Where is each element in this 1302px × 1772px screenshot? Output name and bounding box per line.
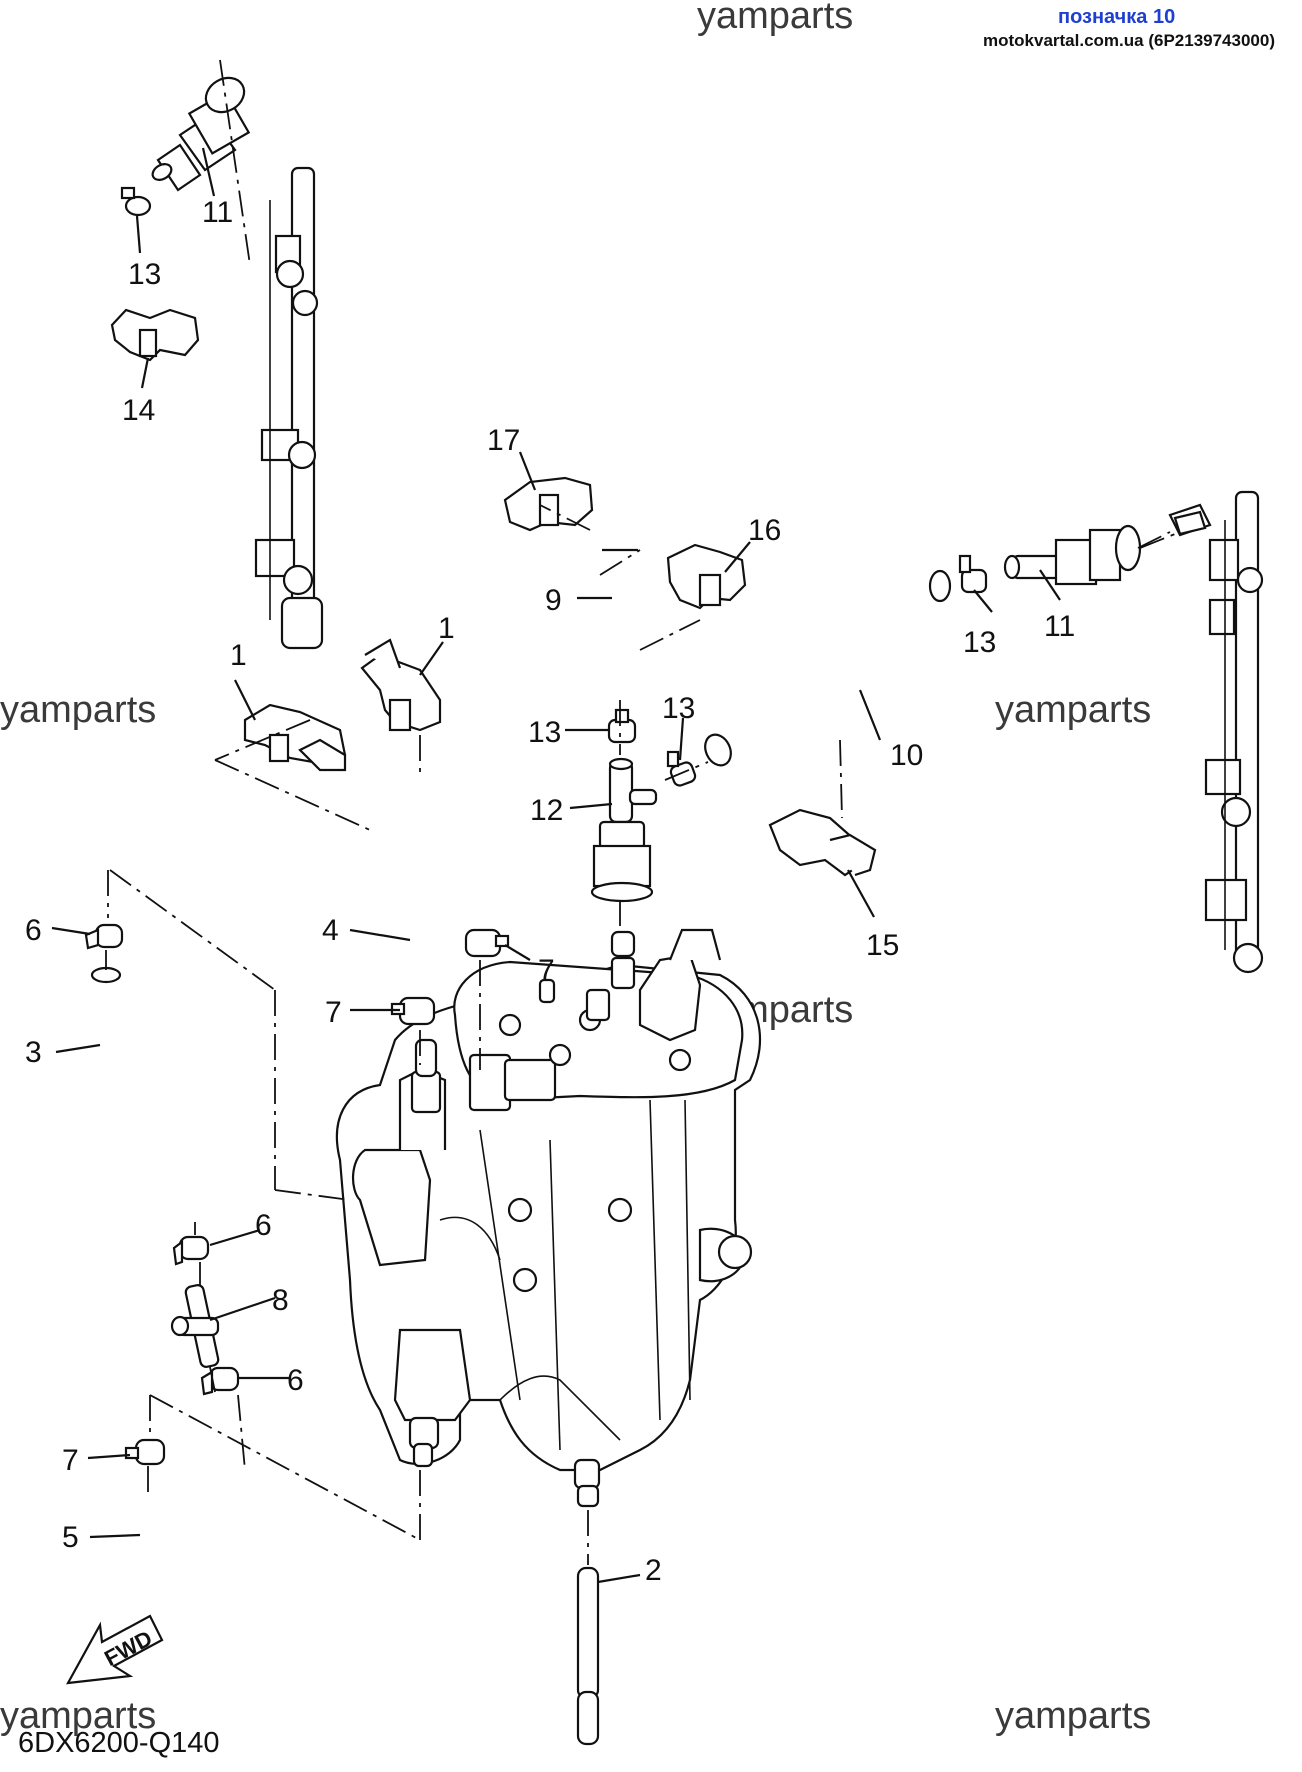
clamp-13-right xyxy=(958,554,988,594)
pipe-2 xyxy=(576,1566,600,1746)
quick-connector-11-right xyxy=(1003,510,1207,586)
callout-13-right: 13 xyxy=(963,626,996,659)
clamp-6-lower xyxy=(200,1366,240,1396)
callout-16: 16 xyxy=(748,514,781,547)
callout-4: 4 xyxy=(322,914,339,947)
callout-14: 14 xyxy=(122,394,155,427)
callout-5: 5 xyxy=(62,1521,79,1554)
callout-11-left: 11 xyxy=(202,196,233,229)
clamp-13-center xyxy=(607,708,637,744)
watermark-bottom-left: yamparts xyxy=(0,1695,156,1737)
holder-17 xyxy=(503,476,594,532)
connection-lines xyxy=(105,59,1171,1565)
clamp-7-upper xyxy=(464,928,510,958)
callout-13-center: 13 xyxy=(528,716,561,749)
diagram-code: 6DX6200-Q140 xyxy=(18,1727,220,1759)
tag-source: motokvartal.com.ua (6P2139743000) xyxy=(983,31,1275,50)
callout-7-lower: 7 xyxy=(62,1444,79,1477)
fuel-rail-right xyxy=(1168,490,1264,974)
callout-15: 15 xyxy=(866,929,899,962)
callout-6-top: 6 xyxy=(25,914,42,947)
callout-6-lower: 6 xyxy=(287,1364,304,1397)
leader-lines xyxy=(51,147,1061,1584)
joint-8 xyxy=(170,1284,220,1368)
callout-10: 10 xyxy=(890,739,923,772)
callout-17: 17 xyxy=(487,424,520,457)
clamp-6-top xyxy=(84,923,124,950)
fuel-rail-left xyxy=(254,166,324,650)
hose-9 xyxy=(59,30,701,706)
callout-11-right: 11 xyxy=(1044,610,1075,643)
callout-8: 8 xyxy=(272,1284,289,1317)
watermark-top: yamparts xyxy=(697,0,853,37)
holder-1-right xyxy=(360,638,442,732)
holder-16 xyxy=(666,543,747,610)
watermark-right: yamparts xyxy=(995,689,1151,731)
joint-12 xyxy=(590,757,658,903)
watermark-left: yamparts xyxy=(0,689,156,731)
callout-2: 2 xyxy=(645,1554,662,1587)
callout-3: 3 xyxy=(25,1036,42,1069)
clamp-13-top-left xyxy=(120,186,152,217)
clamp-13-joint xyxy=(666,750,697,787)
holder-1-left xyxy=(243,703,347,772)
callout-13-top-left: 13 xyxy=(128,258,161,291)
callout-6-middle: 6 xyxy=(255,1209,272,1242)
tag-title: позначка 10 xyxy=(1058,6,1175,28)
callout-13-joint: 13 xyxy=(662,692,695,725)
holder-14 xyxy=(110,308,200,362)
holder-15 xyxy=(768,808,877,877)
callout-7-middle: 7 xyxy=(325,996,342,1029)
callout-12: 12 xyxy=(530,794,563,827)
quick-connector-11-left xyxy=(151,76,251,192)
callout-1-right: 1 xyxy=(438,612,455,645)
callout-9: 9 xyxy=(545,584,562,617)
callout-1-left: 1 xyxy=(230,639,247,672)
fwd-arrow: FWD xyxy=(66,1614,164,1685)
clamp-7-lower xyxy=(124,1438,166,1466)
hose-3 xyxy=(89,959,211,1236)
hose-5 xyxy=(133,1460,263,1601)
hose-4 xyxy=(369,762,494,979)
hose-10 xyxy=(704,568,952,767)
clamp-6-middle xyxy=(172,1235,210,1266)
watermark-bottom-right: yamparts xyxy=(995,1695,1151,1737)
callout-7-upper: 7 xyxy=(538,954,555,987)
callout-labels: 1 1 2 3 4 5 6 6 6 7 7 7 8 9 10 11 11 12 … xyxy=(25,196,1075,1587)
